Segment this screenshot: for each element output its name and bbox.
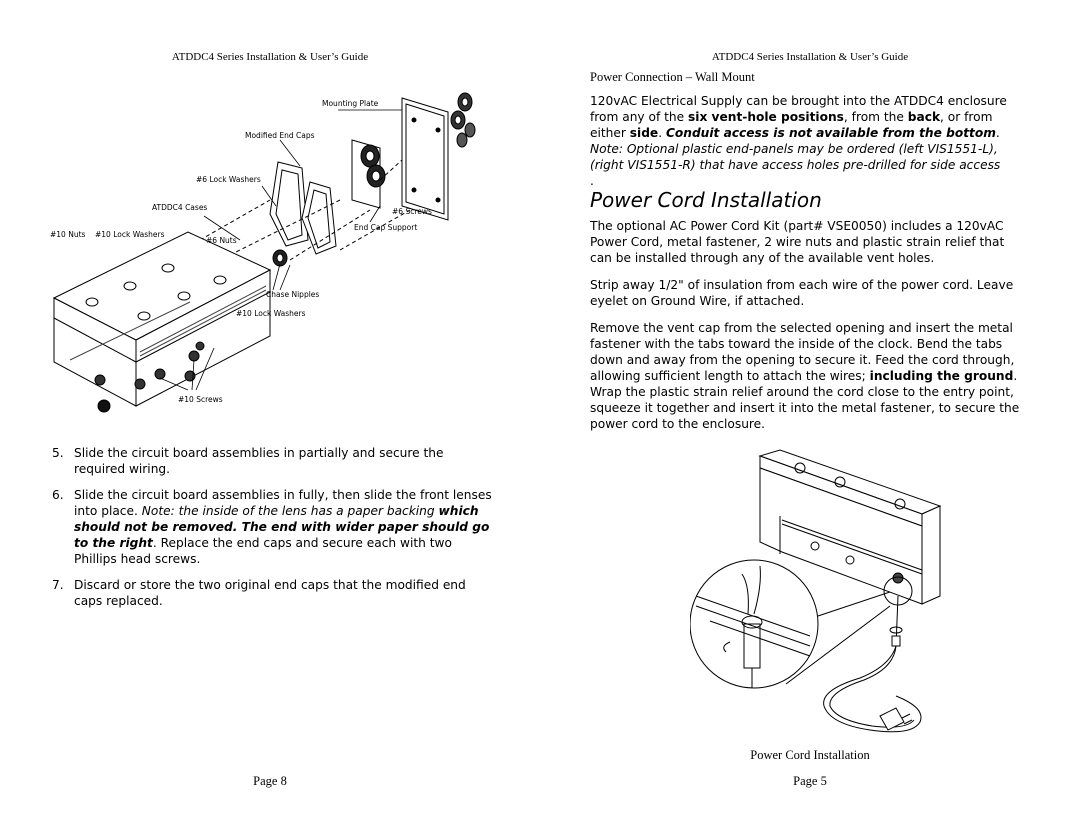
power-cord-body: The optional AC Power Cord Kit (part# VS…	[590, 218, 1030, 443]
step-text: Discard or store the two original end ca…	[74, 578, 466, 608]
label-nuts-6: #6 Nuts	[206, 236, 237, 245]
section-heading-power-cord: Power Cord Installation	[590, 188, 822, 212]
label-screws-10: #10 Screws	[178, 395, 223, 404]
label-mounting-plate: Mounting Plate	[322, 99, 379, 108]
right-page-number: Page 5	[793, 774, 827, 788]
text-run: , from the	[843, 110, 908, 124]
bold-run: six vent-hole positions	[688, 110, 844, 124]
label-end-cap-support: End Cap Support	[354, 223, 417, 232]
step-note-bold-italic: which should not be removed. The end wit…	[74, 504, 490, 550]
bold-run: back	[907, 110, 941, 124]
text-run: Remove the vent cap from the selected op…	[590, 321, 1015, 383]
strip-paragraph: Strip away 1/2" of insulation from each …	[590, 278, 1014, 308]
right-running-header: ATDDC4 Series Installation & User’s Guid…	[711, 51, 909, 63]
step-6: 6. Slide the circuit board assemblies in…	[52, 487, 492, 567]
text-run: .	[658, 126, 666, 140]
step-number: 7.	[52, 578, 64, 592]
label-screws-6: #6 Screws	[392, 207, 432, 216]
step-note-italic: Note: the inside of the lens has a paper…	[141, 504, 439, 518]
text-run: 120vAC Electrical Supply can be brought …	[590, 94, 1007, 124]
left-page-number: Page 8	[253, 774, 287, 788]
label-lock-washers-10-mid: #10 Lock Washers	[236, 309, 306, 318]
label-lock-washers-6: #6 Lock Washers	[196, 175, 261, 184]
remove-paragraph: Remove the vent cap from the selected op…	[590, 320, 1030, 432]
label-modified-end-caps: Modified End Caps	[245, 131, 315, 140]
label-nuts-10: #10 Nuts	[50, 230, 86, 239]
text-run: .	[995, 126, 1000, 140]
step-text-end: . Replace the end caps and secure each w…	[74, 536, 452, 566]
step-number: 6.	[52, 488, 64, 502]
exploded-assembly-diagram: Mounting Plate Modified End Caps #6 Lock…	[50, 92, 476, 413]
step-text: Slide the circuit board assemblies in pa…	[74, 446, 444, 476]
label-lock-washers-10-top: #10 Lock Washers	[95, 230, 165, 239]
left-running-header: ATDDC4 Series Installation & User’s Guid…	[171, 51, 369, 63]
power-cord-illustration	[690, 449, 942, 733]
step-text: Slide the circuit board assemblies in fu…	[74, 488, 492, 518]
step-number: 5.	[52, 446, 64, 460]
figure-caption: Power Cord Installation	[750, 748, 870, 762]
step-7: 7. Discard or store the two original end…	[52, 577, 492, 609]
label-chase-nipples: Chase Nipples	[266, 290, 319, 299]
text-run: , or from either	[590, 110, 993, 140]
bold-italic-run: Conduit access is not available from the…	[665, 126, 996, 140]
stray-dot: .	[590, 174, 594, 188]
mounting-plate-shape	[401, 97, 449, 221]
left-steps-block: 5. Slide the circuit board assemblies in…	[52, 445, 492, 619]
end-panel-note: Note: Optional plastic end-panels may be…	[590, 142, 1001, 172]
label-atddc4-cases: ATDDC4 Cases	[152, 203, 207, 212]
subheading-power-connection: Power Connection – Wall Mount	[590, 70, 755, 84]
plug	[879, 707, 905, 731]
bold-run: including the ground	[869, 369, 1014, 383]
bold-run: side	[629, 126, 659, 140]
supply-paragraph: 120vAC Electrical Supply can be brought …	[590, 93, 1030, 189]
step-5: 5. Slide the circuit board assemblies in…	[52, 445, 492, 477]
modified-end-cap-right	[301, 181, 337, 255]
text-run: . Wrap the plastic strain relief around …	[590, 369, 1020, 431]
kit-paragraph: The optional AC Power Cord Kit (part# VS…	[590, 219, 1005, 265]
